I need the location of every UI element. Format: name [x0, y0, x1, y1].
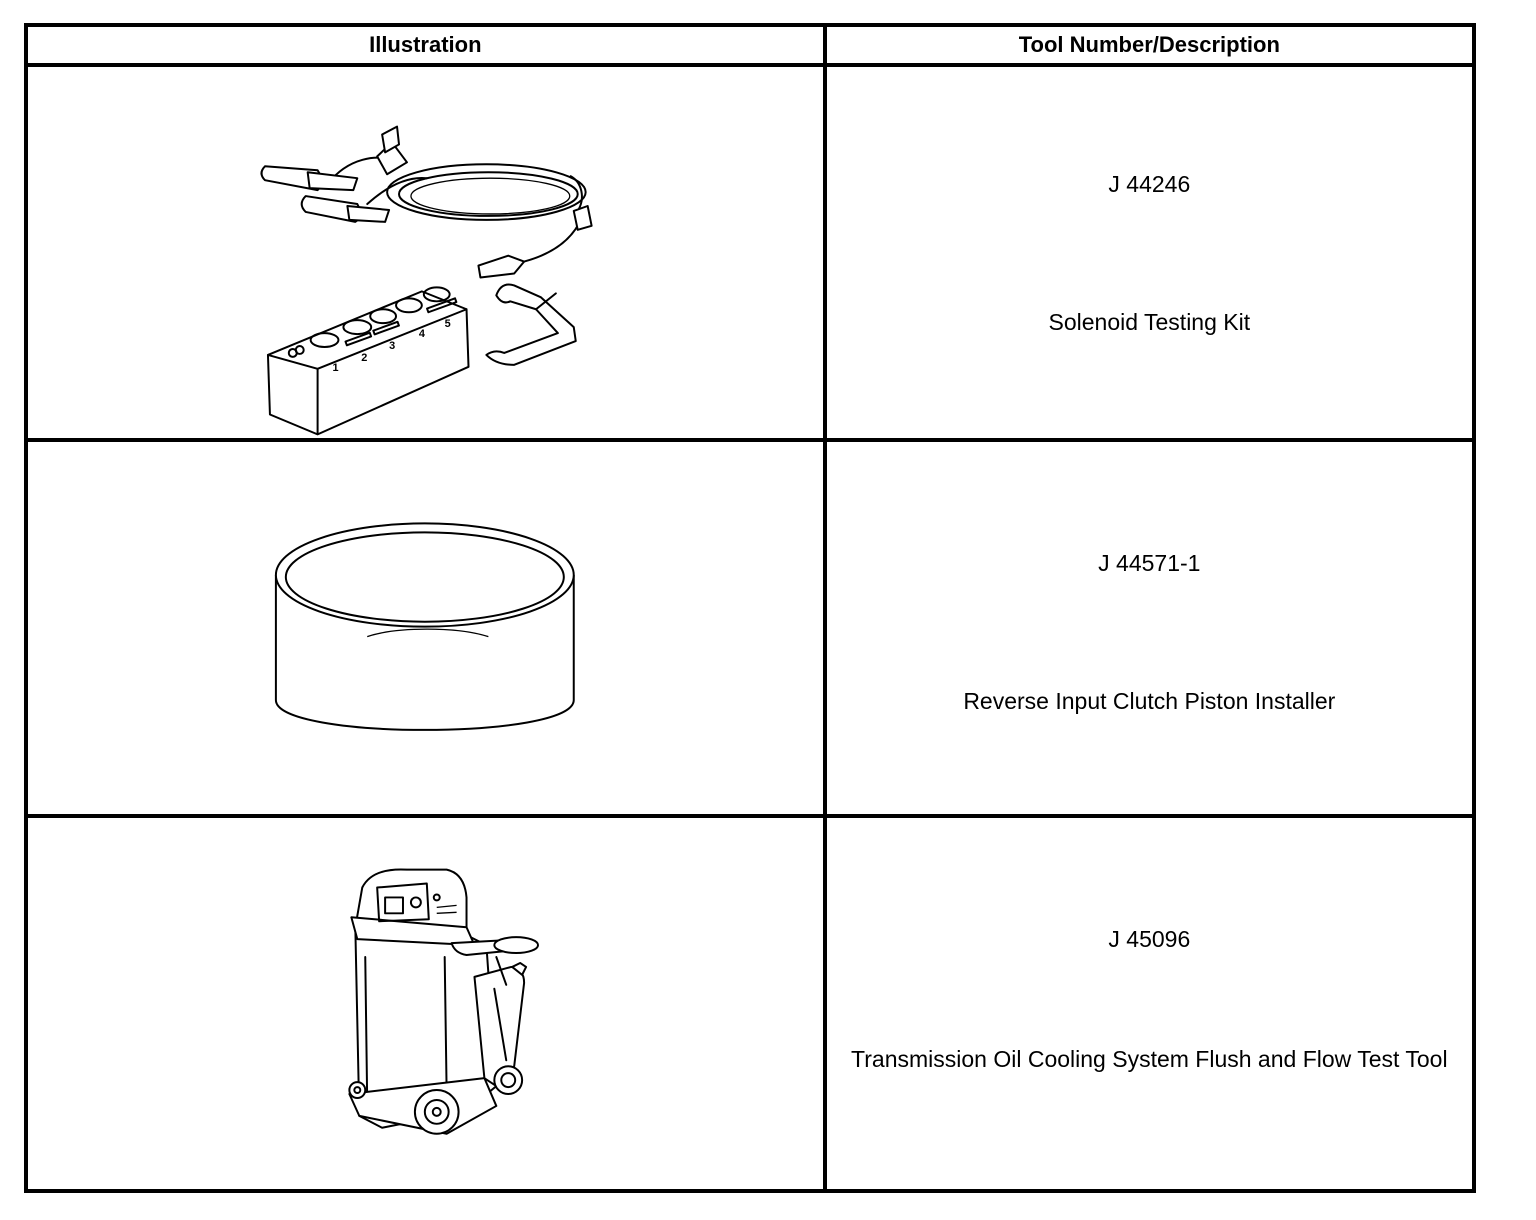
- tool-description: Transmission Oil Cooling System Flush an…: [851, 1045, 1448, 1072]
- table-row: 1 2 3 4 5 J 44246 Solenoid Testing Kit: [24, 62, 1477, 443]
- table-row: J 45096 Transmission Oil Cooling System …: [24, 813, 1477, 1194]
- illustration-cell: [24, 438, 827, 818]
- tool-cell: J 45096 Transmission Oil Cooling System …: [822, 813, 1477, 1194]
- tool-description: Reverse Input Clutch Piston Installer: [963, 688, 1336, 715]
- tool-cell: J 44246 Solenoid Testing Kit: [822, 62, 1477, 443]
- solenoid-testing-kit-illustration: 1 2 3 4 5: [260, 125, 593, 436]
- tool-description: Solenoid Testing Kit: [1048, 309, 1251, 335]
- flush-cart-machine-illustration: [348, 868, 540, 1135]
- block-label-3: 3: [389, 340, 395, 352]
- header-row: Illustration Tool Number/Description: [24, 23, 1477, 67]
- illustration-cell: [24, 813, 827, 1194]
- block-label-2: 2: [361, 352, 367, 364]
- table-row: J 44571-1 Reverse Input Clutch Piston In…: [24, 438, 1477, 818]
- block-label-5: 5: [445, 318, 451, 330]
- tool-number: J 45096: [1108, 925, 1191, 952]
- tool-number: J 44246: [1108, 171, 1191, 197]
- header-tool-number-description: Tool Number/Description: [822, 23, 1477, 67]
- tool-cell: J 44571-1 Reverse Input Clutch Piston In…: [822, 438, 1477, 818]
- block-label-1: 1: [332, 362, 338, 374]
- tool-table: Illustration Tool Number/Description: [24, 23, 1477, 1194]
- block-label-4: 4: [419, 328, 425, 340]
- tool-number: J 44571-1: [1098, 550, 1201, 577]
- header-illustration: Illustration: [24, 23, 827, 67]
- piston-installer-ring-illustration: [274, 522, 575, 732]
- illustration-cell: 1 2 3 4 5: [24, 62, 827, 443]
